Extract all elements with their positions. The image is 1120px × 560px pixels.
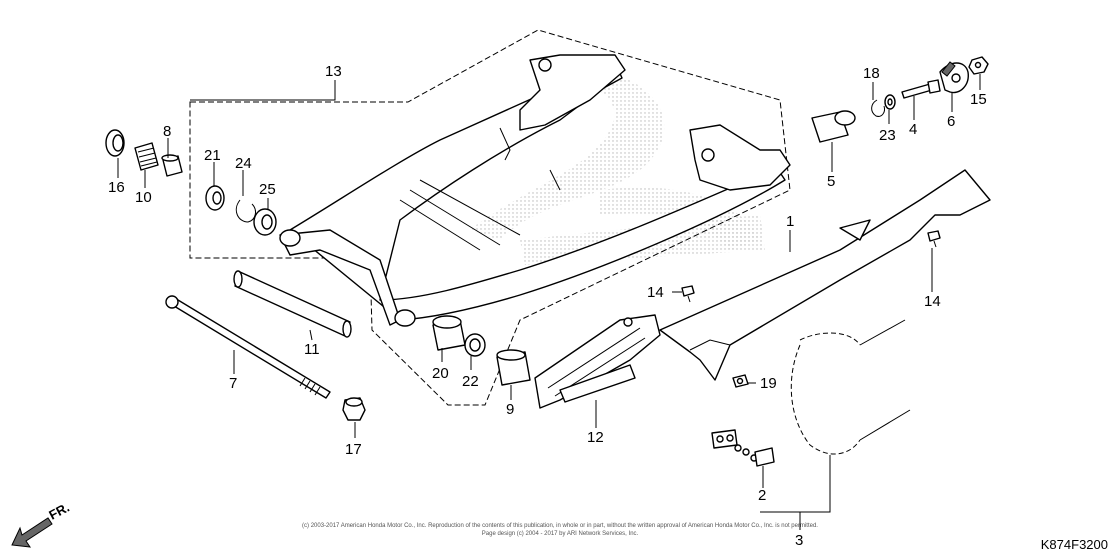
leader-lines (117, 74, 981, 530)
bolt-19[interactable] (732, 374, 749, 388)
callout-20[interactable]: 20 (432, 365, 449, 382)
chain-slider[interactable] (534, 314, 661, 409)
dust-seal-22[interactable] (464, 333, 486, 357)
callout-15[interactable]: 15 (970, 91, 987, 108)
nut-17[interactable] (342, 397, 366, 421)
callout-6[interactable]: 6 (947, 113, 955, 130)
callout-21[interactable]: 21 (204, 147, 221, 164)
callout-7[interactable]: 7 (229, 375, 237, 392)
callouts: 1 2 3 4 5 6 7 8 9 10 11 12 13 14 14 15 1… (108, 63, 987, 549)
callout-13[interactable]: 13 (325, 63, 342, 80)
bolt-14a[interactable] (681, 285, 695, 303)
callout-18[interactable]: 18 (863, 65, 880, 82)
collar-8[interactable] (161, 154, 183, 177)
callout-2[interactable]: 2 (758, 487, 766, 504)
collar-9[interactable] (496, 349, 531, 386)
copyright-line-1: (c) 2003-2017 American Honda Motor Co., … (302, 523, 818, 529)
callout-1[interactable]: 1 (786, 213, 794, 230)
chain-case[interactable] (659, 169, 991, 381)
callout-5[interactable]: 5 (827, 173, 835, 190)
arrow-icon (11, 517, 53, 548)
swingarm[interactable] (279, 54, 791, 327)
adjuster-block-5[interactable] (811, 110, 856, 143)
needle-bearing-20[interactable] (432, 315, 466, 351)
spring-10[interactable] (134, 142, 159, 171)
bushing-16[interactable] (105, 129, 125, 157)
callout-9[interactable]: 9 (506, 401, 514, 418)
adjuster-plate-6[interactable] (939, 61, 969, 94)
callout-22[interactable]: 22 (462, 373, 479, 390)
nut-15[interactable] (968, 56, 989, 75)
pivot-bolt[interactable] (165, 295, 331, 399)
callout-10[interactable]: 10 (135, 189, 152, 206)
pivot-collar[interactable] (233, 270, 352, 338)
chain-joint[interactable] (711, 429, 775, 467)
bolt-14b[interactable] (927, 230, 941, 248)
callout-24[interactable]: 24 (235, 155, 252, 172)
callout-23[interactable]: 23 (879, 127, 896, 144)
fr-label: FR. (46, 500, 72, 523)
callout-14a[interactable]: 14 (647, 284, 664, 301)
circlip-18[interactable] (871, 99, 885, 117)
callout-4[interactable]: 4 (909, 121, 917, 138)
callout-17[interactable]: 17 (345, 441, 362, 458)
front-direction-indicator: FR. (11, 500, 72, 548)
callout-19[interactable]: 19 (760, 375, 777, 392)
callout-8[interactable]: 8 (163, 123, 171, 140)
washer-23[interactable] (884, 94, 896, 110)
drive-chain[interactable] (790, 319, 911, 455)
circlip-24[interactable] (235, 199, 256, 223)
callout-14b[interactable]: 14 (924, 293, 941, 310)
oil-seal-21[interactable] (205, 185, 225, 211)
callout-25[interactable]: 25 (259, 181, 276, 198)
callout-3[interactable]: 3 (795, 532, 803, 549)
callout-12[interactable]: 12 (587, 429, 604, 446)
bearing-25[interactable] (253, 208, 277, 236)
adjusting-bolt-4[interactable] (901, 79, 941, 99)
callout-16[interactable]: 16 (108, 179, 125, 196)
diagram-code: K874F3200 (1041, 537, 1108, 552)
copyright-line-2: Page design (c) 2004 - 2017 by ARI Netwo… (482, 531, 639, 537)
callout-11[interactable]: 11 (304, 341, 320, 358)
